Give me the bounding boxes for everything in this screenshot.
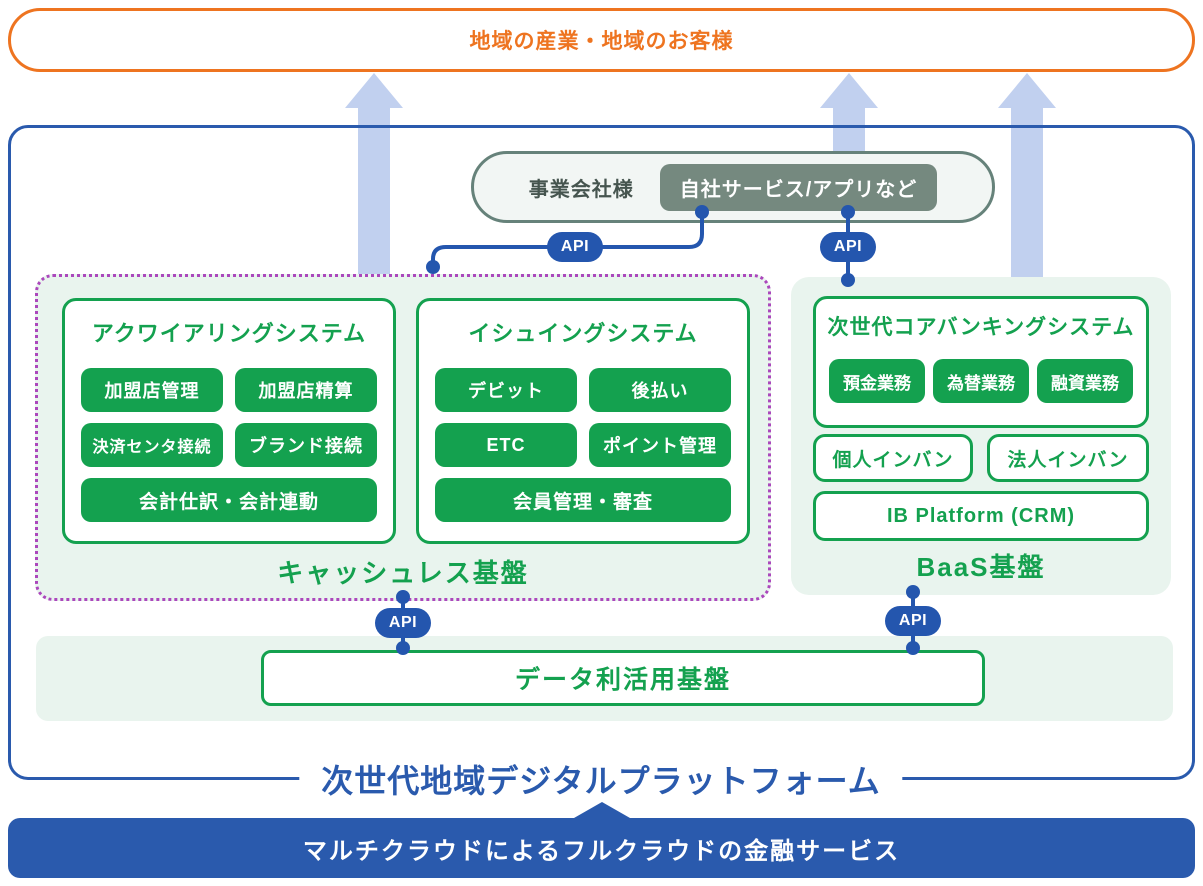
issuing-item: デビット xyxy=(435,368,577,412)
api-badge-cashless-data: API xyxy=(375,608,431,638)
issuing-item: 後払い xyxy=(589,368,731,412)
core-banking-item: 預金業務 xyxy=(829,359,925,403)
issuing-item: 会員管理・審査 xyxy=(435,478,731,522)
regional-customers-banner: 地域の産業・地域のお客様 xyxy=(8,8,1195,72)
corporate-ib-box: 法人インバン xyxy=(987,434,1149,482)
issuing-buttons: デビット 後払い ETC ポイント管理 会員管理・審査 xyxy=(435,368,731,522)
core-banking-buttons: 預金業務 為替業務 融資業務 xyxy=(829,359,1133,403)
issuing-item: ETC xyxy=(435,423,577,467)
acquiring-system-card: アクワイアリングシステム 加盟店管理 加盟店精算 決済センタ接続 ブランド接続 … xyxy=(62,298,396,544)
acquiring-system-title: アクワイアリングシステム xyxy=(91,321,367,346)
acquiring-item: ブランド接続 xyxy=(235,423,377,467)
baas-platform-label: BaaS基盤 xyxy=(916,552,1046,582)
acquiring-item: 加盟店管理 xyxy=(81,368,223,412)
personal-ib-box: 個人インバン xyxy=(813,434,973,482)
regional-customers-label: 地域の産業・地域のお客様 xyxy=(469,30,734,53)
core-banking-item: 融資業務 xyxy=(1037,359,1133,403)
issuing-item: ポイント管理 xyxy=(589,423,731,467)
multicloud-footer-label: マルチクラウドによるフルクラウドの金融サービス xyxy=(302,837,901,865)
api-badge-baas-data: API xyxy=(885,606,941,636)
data-utilization-strip: データ利活用基盤 xyxy=(36,636,1173,721)
core-banking-title: 次世代コアバンキングシステム xyxy=(827,316,1135,339)
footer-notch-triangle xyxy=(573,802,630,818)
multicloud-footer-bar: マルチクラウドによるフルクラウドの金融サービス xyxy=(8,802,1195,878)
platform-container: 事業会社様 自社サービス/アプリなど アクワイアリングシステム 加盟店管理 加盟… xyxy=(8,125,1195,780)
platform-title: 次世代地域デジタルプラットフォーム xyxy=(299,756,903,802)
core-banking-card: 次世代コアバンキングシステム 預金業務 為替業務 融資業務 xyxy=(813,296,1149,428)
own-service-box: 自社サービス/アプリなど xyxy=(659,163,938,211)
core-banking-item: 為替業務 xyxy=(933,359,1029,403)
acquiring-buttons: 加盟店管理 加盟店精算 決済センタ接続 ブランド接続 会計仕訳・会計連動 xyxy=(81,368,377,522)
acquiring-item: 加盟店精算 xyxy=(235,368,377,412)
cashless-platform-label: キャッシュレス基盤 xyxy=(277,558,529,588)
ib-platform-box: IB Platform (CRM) xyxy=(813,491,1149,541)
cashless-platform-panel: アクワイアリングシステム 加盟店管理 加盟店精算 決済センタ接続 ブランド接続 … xyxy=(35,274,771,601)
api-badge-business-cashless: API xyxy=(547,232,603,262)
issuing-system-title: イシュイングシステム xyxy=(468,321,698,346)
acquiring-item: 決済センタ接続 xyxy=(81,423,223,467)
business-company-label: 事業会社様 xyxy=(528,178,634,201)
issuing-system-card: イシュイングシステム デビット 後払い ETC ポイント管理 会員管理・審査 xyxy=(416,298,750,544)
business-company-pill: 事業会社様 自社サービス/アプリなど xyxy=(471,151,995,223)
baas-platform-panel: 次世代コアバンキングシステム 預金業務 為替業務 融資業務 個人インバン 法人イ… xyxy=(791,277,1171,595)
api-badge-business-baas: API xyxy=(820,232,876,262)
data-utilization-box: データ利活用基盤 xyxy=(261,650,985,706)
acquiring-item: 会計仕訳・会計連動 xyxy=(81,478,377,522)
